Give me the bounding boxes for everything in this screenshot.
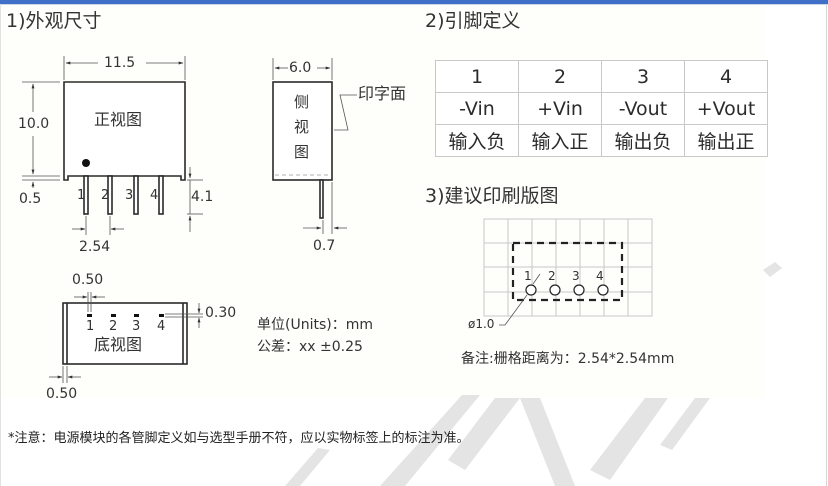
side-view-label-char-1: 侧 bbox=[294, 93, 310, 111]
tolerance-text: 公差：xx ±0.25 bbox=[257, 339, 363, 355]
pcb-pin-2-label: 2 bbox=[548, 269, 556, 283]
marking-face-label: 印字面 bbox=[358, 84, 407, 103]
bottom-pin-2-label: 2 bbox=[109, 319, 118, 334]
pin-length-dimension: 4.1 bbox=[191, 189, 214, 205]
section-title-pcb: 3)建议印刷版图 bbox=[425, 185, 559, 207]
table-cell: 输入正 bbox=[518, 124, 602, 157]
left-border bbox=[0, 4, 1, 486]
top-bar-shadow bbox=[0, 4, 828, 5]
section-title-dimensions: 1)外观尺寸 bbox=[6, 10, 102, 32]
pcb-pin-1-label: 1 bbox=[524, 269, 532, 283]
pcb-pin-4-label: 4 bbox=[596, 269, 604, 283]
table-row-pin-description: 输入负 输入正 输出负 输出正 bbox=[435, 124, 768, 157]
bottom-pin-1-label: 1 bbox=[86, 319, 95, 334]
table-cell: 4 bbox=[684, 60, 768, 93]
bottom-pin-width-dimension: 0.50 bbox=[72, 272, 104, 288]
grid-spacing-note: 备注:栅格距离为：2.54*2.54mm bbox=[461, 351, 675, 367]
front-view-label: 正视图 bbox=[94, 110, 143, 129]
pin-definition-table: 1 2 3 4 -Vin +Vin -Vout +Vout 输入负 输入正 输出… bbox=[435, 60, 768, 157]
table-cell: +Vin bbox=[518, 92, 602, 125]
table-cell: 3 bbox=[601, 60, 685, 93]
table-cell: 2 bbox=[518, 60, 602, 93]
bottom-view-label: 底视图 bbox=[94, 335, 143, 354]
bottom-pin-3-label: 3 bbox=[132, 319, 141, 334]
section-title-pinout: 2)引脚定义 bbox=[425, 10, 521, 32]
right-border bbox=[826, 4, 827, 486]
pin-thickness-dimension: 0.30 bbox=[205, 305, 237, 321]
table-cell: -Vout bbox=[601, 92, 685, 125]
table-cell: -Vin bbox=[435, 92, 519, 125]
side-view-label-char-2: 视 bbox=[294, 118, 310, 136]
table-cell: 输入负 bbox=[435, 124, 519, 157]
pin-offset-dimension: 0.7 bbox=[313, 238, 336, 254]
hole-diameter-dimension: ø1.0 bbox=[468, 317, 495, 331]
front-pin-2-label: 2 bbox=[101, 188, 110, 203]
front-pin-1-label: 1 bbox=[77, 188, 86, 203]
front-pin-4-label: 4 bbox=[150, 188, 159, 203]
table-row-pin-name: -Vin +Vin -Vout +Vout bbox=[435, 92, 768, 125]
side-width-dimension: 6.0 bbox=[289, 60, 312, 76]
units-text: 单位(Units)：mm bbox=[257, 317, 373, 333]
table-cell: 1 bbox=[435, 60, 519, 93]
pin-pitch-dimension: 2.54 bbox=[79, 239, 111, 255]
side-view-label-char-3: 图 bbox=[294, 143, 310, 161]
edge-thickness-dimension: 0.50 bbox=[46, 386, 78, 402]
bottom-pin-4-label: 4 bbox=[157, 319, 166, 334]
table-cell: 输出正 bbox=[684, 124, 768, 157]
table-row-pin-number: 1 2 3 4 bbox=[435, 60, 768, 93]
footer-warning-note: *注意：电源模块的各管脚定义如与选型手册不符，应以实物标签上的标注为准。 bbox=[8, 431, 470, 446]
front-height-dimension: 10.0 bbox=[18, 116, 50, 132]
table-cell: 输出负 bbox=[601, 124, 685, 157]
pcb-pin-3-label: 3 bbox=[572, 269, 580, 283]
front-pin-3-label: 3 bbox=[125, 188, 134, 203]
front-width-dimension: 11.5 bbox=[104, 55, 136, 71]
table-cell: +Vout bbox=[684, 92, 768, 125]
top-accent-bar bbox=[0, 0, 828, 4]
standoff-dimension: 0.5 bbox=[19, 191, 42, 207]
